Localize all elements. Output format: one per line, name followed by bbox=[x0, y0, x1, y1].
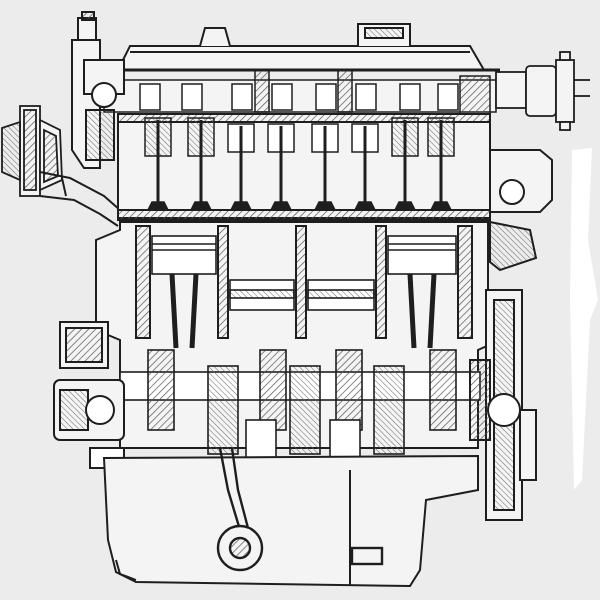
connecting-rod bbox=[189, 273, 199, 349]
valve-head bbox=[229, 201, 253, 211]
valve-head bbox=[393, 201, 417, 211]
crankshaft bbox=[119, 349, 481, 465]
valve-head bbox=[146, 201, 170, 211]
pistons bbox=[151, 235, 457, 349]
connecting-rod bbox=[407, 273, 417, 349]
timing-cover bbox=[71, 11, 125, 169]
connecting-rod bbox=[427, 273, 437, 349]
piston-2 bbox=[229, 279, 295, 311]
distributor bbox=[495, 51, 590, 131]
valve-head bbox=[269, 201, 293, 211]
exhaust-manifold bbox=[39, 171, 121, 227]
valve-train bbox=[144, 117, 455, 211]
oil-pan bbox=[102, 454, 479, 588]
intake-housing bbox=[489, 149, 553, 272]
piston-3 bbox=[307, 279, 375, 311]
piston-1 bbox=[151, 235, 217, 349]
connecting-rod bbox=[169, 273, 179, 349]
valve-head bbox=[353, 201, 377, 211]
valve-cover bbox=[116, 23, 500, 72]
flywheel-housing bbox=[469, 289, 537, 521]
piston-4 bbox=[387, 235, 457, 349]
valve-head bbox=[313, 201, 337, 211]
camshaft bbox=[103, 69, 497, 117]
valve-head bbox=[429, 201, 453, 211]
page-edge-artifact bbox=[570, 148, 598, 490]
valve-head bbox=[189, 201, 213, 211]
oil-pickup bbox=[216, 447, 384, 572]
